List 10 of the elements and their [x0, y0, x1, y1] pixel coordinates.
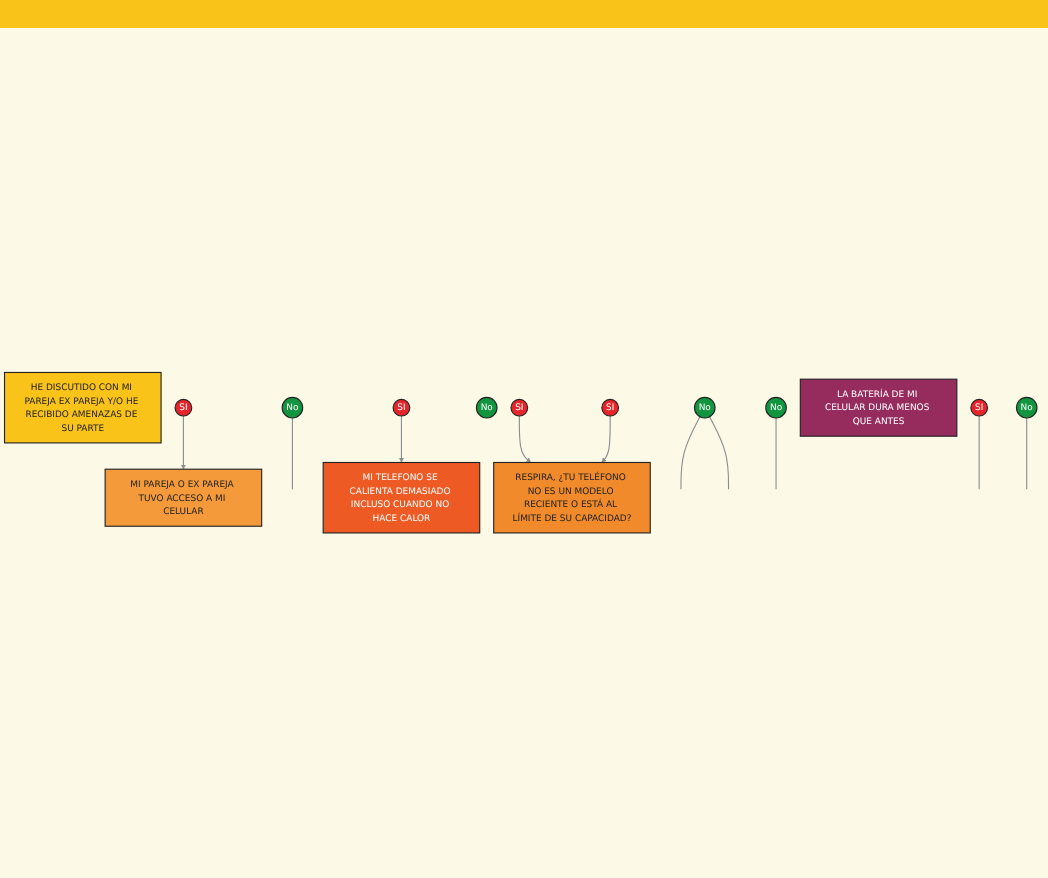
- arrow: [601, 415, 611, 463]
- connector: [978, 415, 980, 491]
- arrow: [518, 415, 531, 463]
- connector: [775, 417, 777, 491]
- connector: [291, 417, 293, 491]
- connector: [680, 416, 701, 491]
- arrow: [399, 415, 404, 463]
- arrow: [180, 415, 186, 470]
- connector: [709, 416, 730, 491]
- connector: [1026, 417, 1028, 491]
